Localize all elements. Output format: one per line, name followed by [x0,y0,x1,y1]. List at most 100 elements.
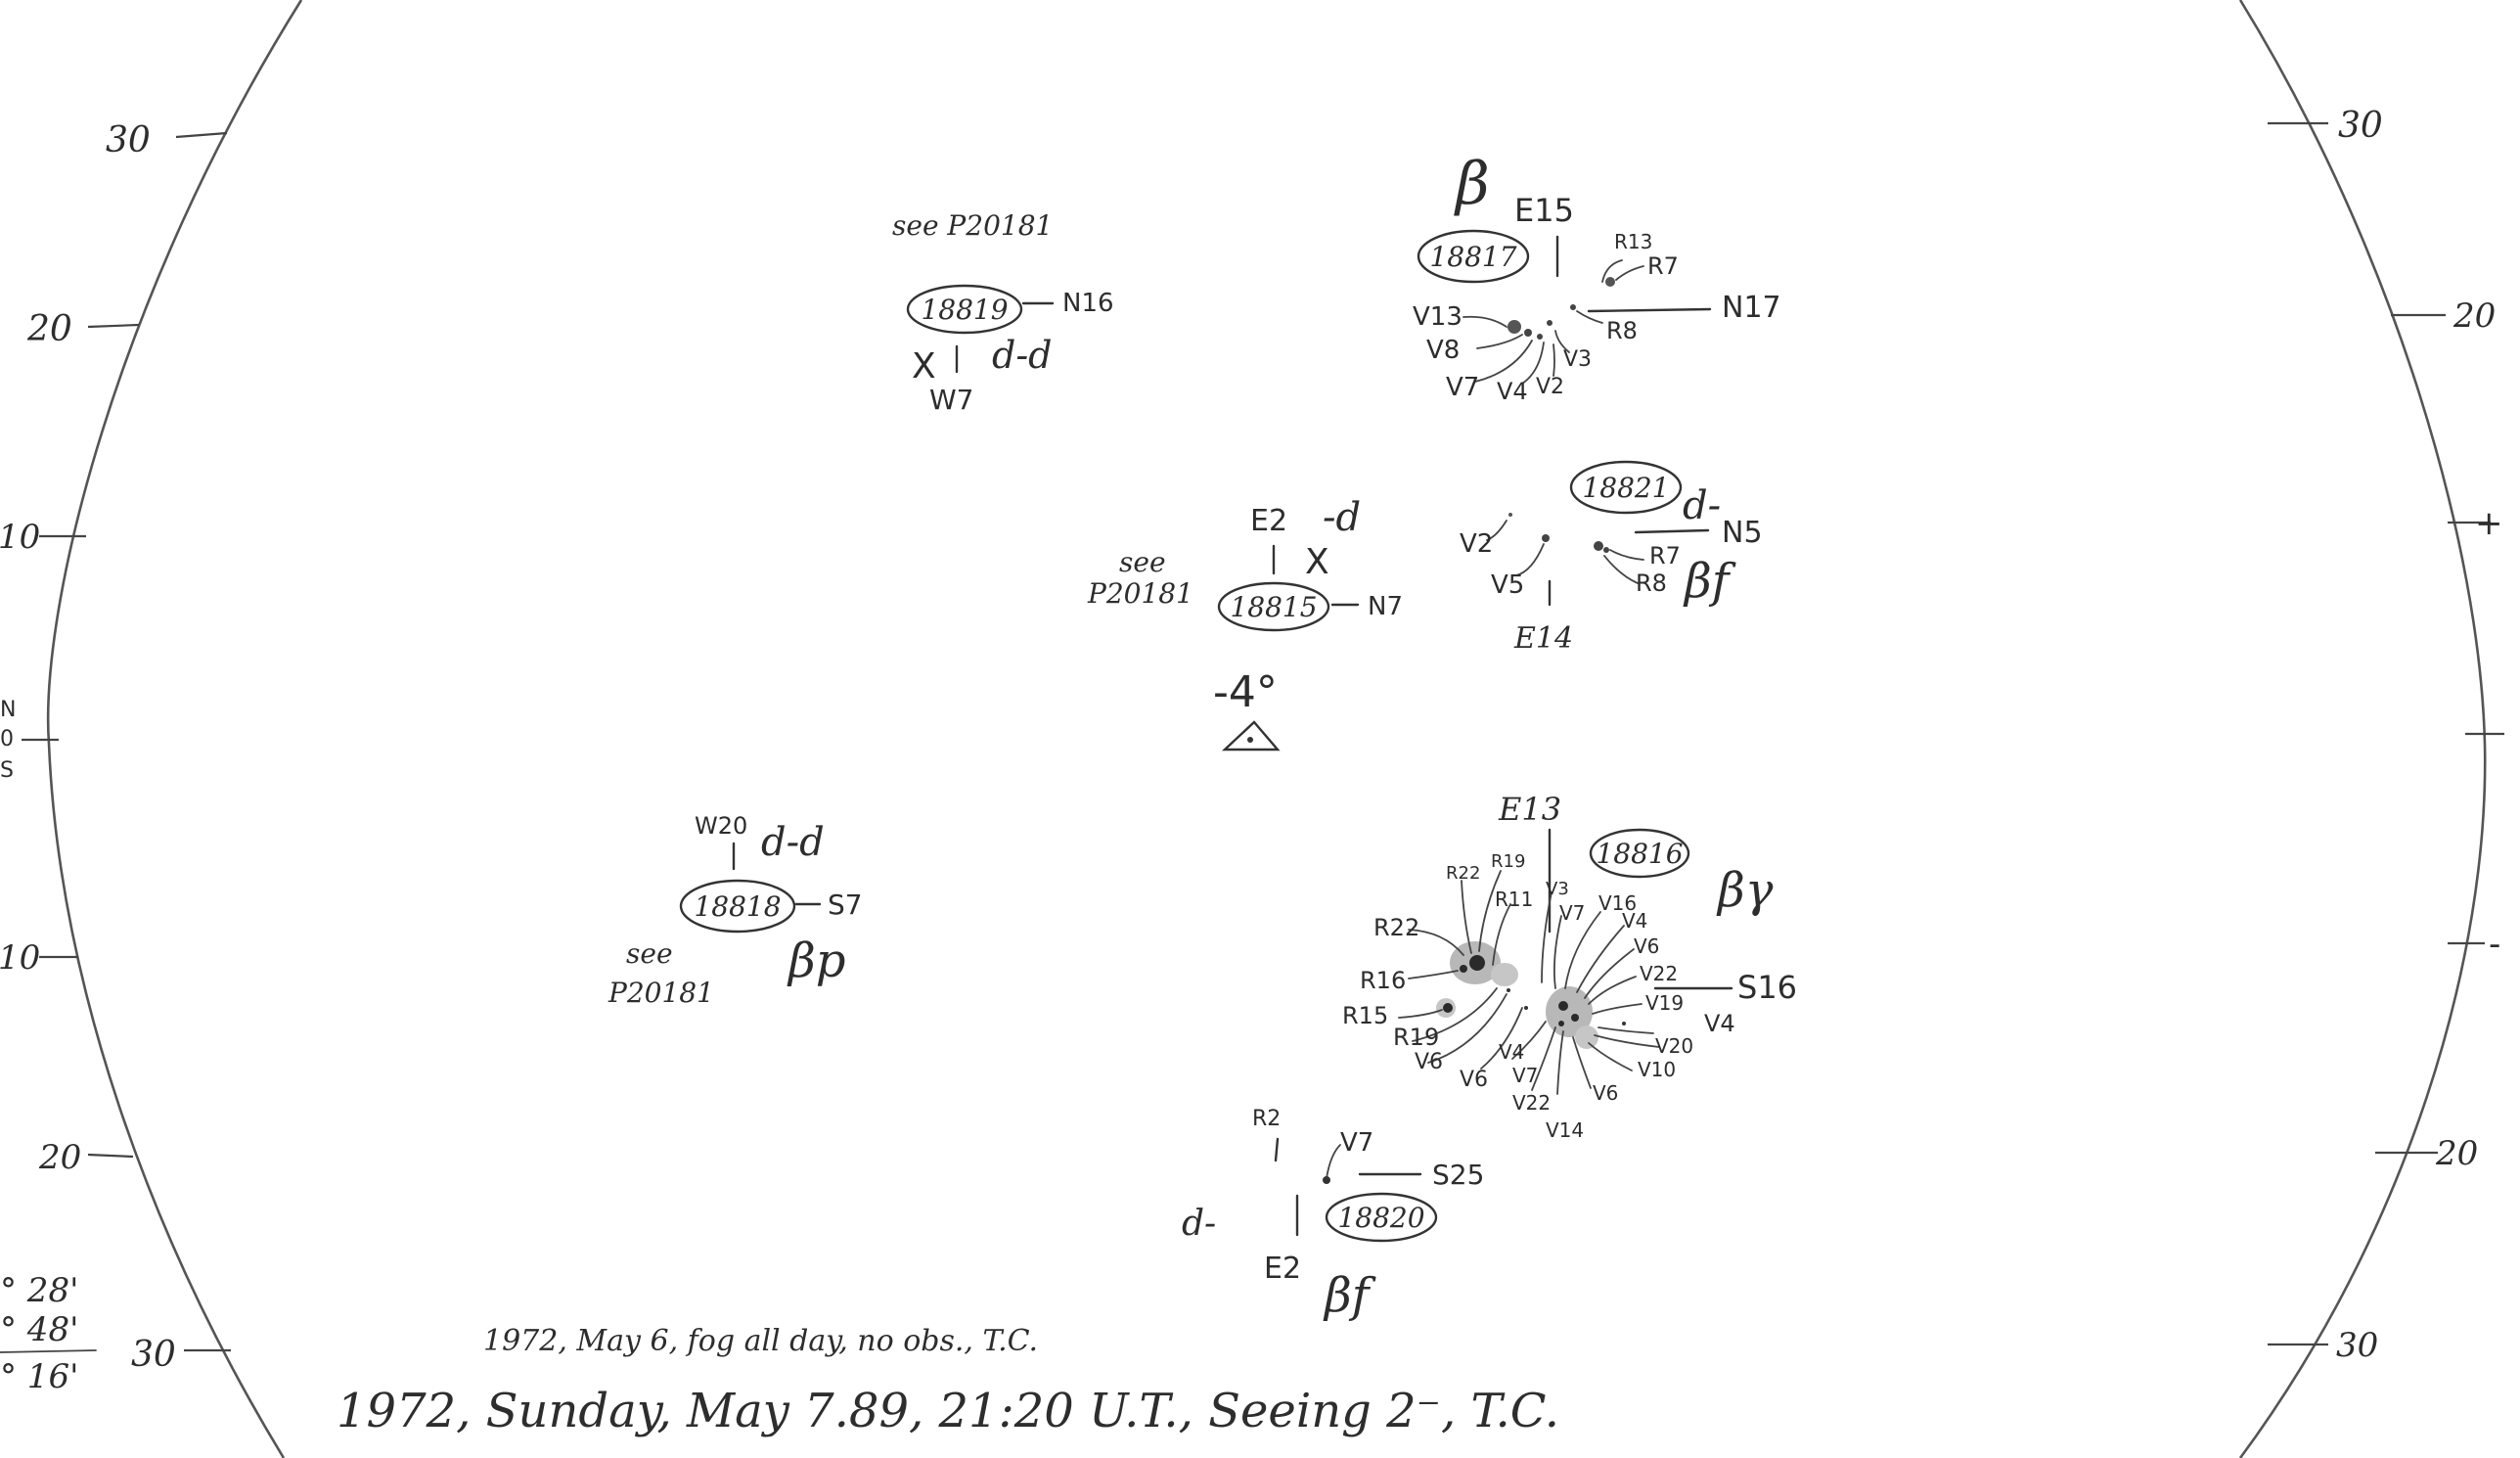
center-triangle [1221,720,1281,752]
right-tick-label: + [2475,504,2503,543]
disk-center: -4° [1213,667,1281,752]
north-coordinate: N17 [1722,291,1781,325]
west-coordinate: W7 [929,384,974,416]
region-number: 18820 [1337,1202,1424,1234]
spot-label: V7 [1559,901,1585,925]
spot-label: V14 [1546,1118,1584,1142]
south-coordinate: S16 [1737,969,1797,1006]
right-tick-label: 30 [2336,1326,2378,1365]
region-number-ellipse [1417,229,1530,284]
spot-label: V20 [1655,1034,1693,1058]
umbra [1443,1003,1453,1013]
region-18820: R2 V7 S25 d- 18820 E2 βf [1182,1107,1484,1323]
spot-label: R2 [1252,1107,1281,1131]
spot-label: V10 [1638,1058,1676,1081]
east-coordinate: E15 [1514,192,1574,229]
magnetic-class: βp [787,934,845,988]
spot-label: V7 [1512,1064,1538,1087]
corner-value: ° 28' [0,1271,78,1310]
sunspot [1570,304,1576,310]
region-number-ellipse [1325,1192,1438,1243]
region-note: see [1119,546,1166,578]
left-tick-label: 10 [0,518,40,557]
north-coordinate: N16 [1062,289,1114,318]
left-edge-letters: N 0 S [0,698,16,783]
spot-label: V6 [1593,1081,1618,1105]
spot-label: R7 [1647,252,1679,280]
observation-header: 1972, Sunday, May 7.89, 21:20 U.T., Seei… [337,1384,1559,1438]
magnetic-class: β [1454,150,1490,218]
east-coordinate: E2 [1264,1252,1301,1286]
solar-limb-left [46,0,303,1458]
umbra [1571,1014,1579,1022]
right-tick-label: 20 [2435,1134,2478,1173]
spot-label: V4 [1497,378,1528,405]
south-coordinate: S7 [828,888,863,921]
spot-label: V2 [1460,529,1493,559]
sunspot [1594,541,1603,551]
spot-label: V3 [1563,347,1592,372]
spot-label: R8 [1636,570,1667,597]
sunspot [1508,513,1512,517]
spot-class: d- [1683,483,1721,528]
region-number: 18818 [694,890,781,923]
sunspot [1603,547,1609,553]
spot-label: V4 [1499,1040,1524,1064]
region-number-ellipse [1589,828,1690,879]
spot-label: V13 [1413,302,1462,332]
edge-letter: S [0,758,14,783]
left-tick-label: 30 [131,1335,176,1375]
right-tick-label: 20 [2452,296,2496,336]
sunspot [1524,329,1532,337]
region-number: 18819 [921,294,1008,326]
spot-label: R16 [1360,967,1406,994]
spot-label: V16 [1598,891,1637,915]
spot-label: R7 [1649,542,1681,570]
region-18815: E2 -d X see P20181 18815 N7 [1087,495,1403,632]
left-tick-label: 10 [0,938,40,978]
spot-label: V6 [1460,1068,1488,1092]
left-latitude-scale: 30 20 10 10 20 30 [0,120,231,1375]
observation-note: 1972, May 6, fog all day, no obs., T.C. [483,1324,1038,1358]
east-coordinate: E13 [1498,791,1561,828]
spot-class: -d [1323,495,1361,540]
umbra [1558,1001,1568,1011]
region-note: see [626,937,673,970]
spot-label: R22 [1446,863,1480,884]
spot-class: d- [1182,1204,1216,1244]
spot-label: V22 [1512,1091,1551,1115]
spot-label: R11 [1495,888,1533,911]
north-coordinate: N5 [1722,516,1763,550]
spot-label: V6 [1634,934,1659,958]
spot-label: R22 [1373,914,1419,941]
region-number-ellipse [1217,581,1330,632]
penumbra [1491,963,1518,986]
north-coordinate: N7 [1368,592,1403,621]
region-number-ellipse [679,879,796,934]
corner-values: ° 28' ° 48' ° 16' [0,1271,97,1396]
cross-mark: X [912,346,936,387]
penumbra [1546,986,1593,1037]
spot-label: V2 [1536,375,1564,399]
region-18819: see P20181 18819 N16 X d-d W7 [892,209,1114,416]
spot-label: V22 [1640,962,1678,985]
left-tick-label: 30 [106,120,151,160]
sunspot [1605,277,1615,287]
region-number: 18817 [1429,241,1516,273]
umbra [1558,1021,1564,1026]
region-number: 18816 [1596,838,1683,870]
spot-label: V7 [1446,373,1479,402]
corner-value: ° 16' [0,1357,78,1396]
region-note: see P20181 [892,209,1053,242]
sunspot [1622,1022,1626,1025]
penumbra [1575,1025,1598,1049]
spot-label: R13 [1614,230,1652,253]
right-tick-label: 30 [2338,106,2383,146]
spot-label: V19 [1645,991,1684,1015]
region-number-ellipse [1569,460,1683,515]
sunspot [1542,534,1550,542]
magnetic-class: βf [1683,554,1736,609]
spot-label: V7 [1340,1128,1373,1158]
region-number: 18815 [1230,591,1317,623]
